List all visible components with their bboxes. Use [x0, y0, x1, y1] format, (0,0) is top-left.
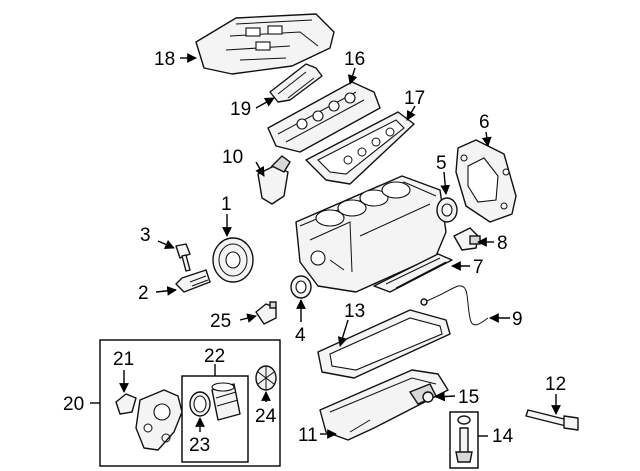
- callout-labels: 18 16 19 17 10 6 5 1 3 8 7 2 25 4 13 9 2…: [63, 49, 566, 456]
- rear-cover-plate-part: [455, 139, 517, 223]
- leader-5: [440, 171, 451, 195]
- callout-12: 12: [545, 374, 566, 395]
- cover-gasket-part: [269, 63, 323, 103]
- leader-10: [255, 161, 265, 177]
- callout-8: 8: [497, 233, 508, 254]
- callout-22: 22: [204, 346, 225, 367]
- callout-5: 5: [436, 153, 447, 174]
- leader-17: [406, 105, 416, 121]
- callout-16: 16: [344, 49, 365, 70]
- callout-14: 14: [492, 426, 514, 447]
- housing-seal-part: [115, 393, 137, 415]
- valve-cover-gasket-part: [305, 111, 415, 185]
- flange-bolt-part: [175, 269, 211, 293]
- callout-25: 25: [210, 311, 231, 332]
- oil-filter-housing-part: [135, 389, 183, 451]
- dipstick-tube-part: [420, 285, 489, 326]
- callout-24: 24: [255, 406, 277, 427]
- pulley-bolt-part: [175, 243, 191, 272]
- crankshaft-pulley-part: [212, 237, 254, 283]
- callout-20: 20: [63, 394, 84, 415]
- callout-23: 23: [189, 435, 210, 456]
- leader-13: [337, 319, 349, 347]
- oil-pan-part: [319, 369, 449, 441]
- callout-19: 19: [230, 99, 251, 120]
- long-bolt-part: [525, 409, 579, 431]
- leader-6: [481, 131, 492, 147]
- front-seal-part: [290, 275, 312, 299]
- leader-16: [347, 67, 358, 85]
- callout-18: 18: [154, 49, 175, 70]
- callout-9: 9: [512, 309, 523, 330]
- filter-cap-part: [255, 365, 277, 391]
- callout-13: 13: [344, 301, 365, 322]
- camshaft-sensor-part: [257, 155, 291, 205]
- leader-15: [435, 391, 456, 402]
- callout-15: 15: [458, 387, 479, 408]
- oil-pressure-switch-part: [255, 301, 277, 325]
- oil-filter-element-part: [211, 382, 241, 421]
- oil-pan-gasket-part: [317, 309, 451, 379]
- callout-11: 11: [298, 425, 318, 446]
- callout-2: 2: [138, 283, 149, 304]
- filter-o-ring-part: [189, 391, 211, 417]
- leader-25: [239, 313, 257, 323]
- leader-3: [157, 239, 175, 249]
- leader-lines: [90, 53, 561, 439]
- callout-1: 1: [221, 194, 232, 215]
- crankshaft-sensor-part: [453, 227, 481, 251]
- callout-21: 21: [113, 349, 134, 370]
- callout-4: 4: [295, 325, 306, 346]
- oil-level-sensor-part: [449, 411, 479, 469]
- callout-3: 3: [140, 225, 151, 246]
- engine-block-part: [295, 175, 447, 293]
- leader-19: [255, 97, 275, 109]
- callout-10: 10: [222, 147, 243, 168]
- oil-baffle-part: [373, 253, 453, 293]
- engine-cover-part: [195, 13, 335, 75]
- rear-main-seal-part: [436, 197, 458, 223]
- valve-cover-part: [267, 81, 381, 153]
- leader-2: [155, 286, 177, 296]
- callout-17: 17: [404, 88, 425, 109]
- callout-7: 7: [473, 257, 484, 278]
- callout-6: 6: [479, 112, 490, 133]
- drain-plug-part: [422, 391, 434, 403]
